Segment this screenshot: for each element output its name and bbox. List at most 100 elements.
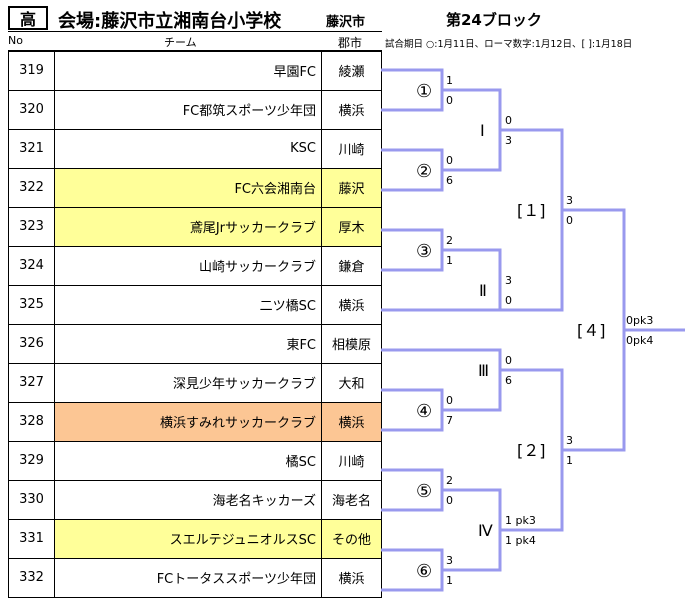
score: 1 pk3 — [505, 514, 536, 527]
match-label: ① — [416, 81, 432, 102]
team-number: 331 — [8, 518, 55, 559]
column-header-no: No — [8, 34, 23, 47]
score: 6 — [446, 174, 453, 187]
score: 3 — [446, 554, 453, 567]
score: 0 — [446, 154, 453, 167]
team-name: 海老名キッカーズ — [54, 479, 322, 520]
score: 1 — [446, 254, 453, 267]
match-scores: 1 0 0 6 2 1 0 7 2 0 3 1 0 3 3 0 0 6 1 pk… — [446, 74, 653, 587]
team-number: 330 — [8, 479, 55, 520]
bracket-line — [381, 468, 444, 512]
team-city: 横浜 — [321, 89, 382, 130]
level-label: 高 — [8, 6, 48, 30]
team-name: FC六会湘南台 — [54, 167, 322, 208]
team-city: 藤沢 — [321, 167, 382, 208]
score: 2 — [446, 234, 453, 247]
team-number: 319 — [8, 50, 55, 91]
team-name: 深見少年サッカークラブ — [54, 362, 322, 403]
team-number: 327 — [8, 362, 55, 403]
team-city: 大和 — [321, 362, 382, 403]
score: 2 — [446, 474, 453, 487]
score: 1 — [446, 74, 453, 87]
match-label: ⑥ — [416, 561, 432, 582]
score: 3 — [566, 194, 573, 207]
match-label: ⑤ — [416, 481, 432, 502]
bracket-line — [381, 348, 502, 370]
match-label: Ⅳ — [478, 521, 493, 540]
bracket-lines — [381, 68, 685, 592]
bracket-line — [442, 88, 502, 130]
column-header-city: 郡市 — [338, 36, 363, 50]
team-name: 早園FC — [54, 50, 322, 91]
score: 0 — [446, 94, 453, 107]
team-city: 鎌倉 — [321, 245, 382, 286]
score: 0 — [505, 114, 512, 127]
bracket-line — [442, 488, 502, 530]
column-header-team: チーム — [164, 36, 197, 49]
bracket-line — [381, 148, 444, 192]
bracket-line — [442, 130, 502, 172]
match-label: Ⅱ — [479, 281, 487, 300]
match-label: [１] — [517, 201, 546, 220]
bracket-line — [381, 548, 444, 592]
match-label: [４] — [577, 321, 606, 340]
match-label: [２] — [517, 441, 546, 460]
team-number: 324 — [8, 245, 55, 286]
team-city: 厚木 — [321, 206, 382, 247]
venue-title: 会場:藤沢市立湘南台小学校 — [58, 11, 282, 32]
team-number: 323 — [8, 206, 55, 247]
score: 0 — [505, 354, 512, 367]
team-city: 横浜 — [321, 557, 382, 598]
team-name: FCトータススポーツ少年団 — [54, 557, 322, 598]
score: 0pk3 — [626, 314, 653, 327]
match-label: Ⅰ — [480, 121, 485, 140]
score: 1 pk4 — [505, 534, 536, 547]
score: 0 — [566, 214, 573, 227]
match-labels: ① ② ③ ④ ⑤ ⑥ Ⅰ Ⅱ Ⅲ Ⅳ [１] [２] [４] — [416, 81, 606, 582]
bracket-line — [442, 530, 502, 572]
team-city: その他 — [321, 518, 382, 559]
bracket-line — [381, 210, 564, 312]
team-name: FC都筑スポーツ少年団 — [54, 89, 322, 130]
match-label: ② — [416, 161, 432, 182]
score: 0 — [505, 294, 512, 307]
bracket-line — [500, 128, 564, 210]
team-number: 329 — [8, 440, 55, 481]
bracket-line — [442, 370, 502, 412]
bracket-line — [500, 368, 564, 450]
match-label: ③ — [416, 241, 432, 262]
team-name: 鳶尾Jrサッカークラブ — [54, 206, 322, 247]
venue-city: 藤沢市 — [326, 15, 366, 30]
match-label: ④ — [416, 401, 432, 422]
bracket-line — [562, 330, 626, 452]
score: 6 — [505, 374, 512, 387]
bracket-line — [381, 388, 444, 432]
score: 0 — [446, 494, 453, 507]
score: 3 — [505, 134, 512, 147]
match-label: Ⅲ — [478, 361, 489, 380]
score: 7 — [446, 414, 453, 427]
team-city: 川崎 — [321, 128, 382, 169]
block-title: 第24ブロック — [446, 11, 542, 29]
score: 1 — [566, 454, 573, 467]
score: 1 — [446, 574, 453, 587]
team-name: 橘SC — [54, 440, 322, 481]
schedule-note: 試合期日 ○:1月11日、ローマ数字:1月12日、[ ]:1月18日 — [385, 39, 633, 50]
team-name: KSC — [54, 128, 322, 169]
team-city: 横浜 — [321, 401, 382, 442]
team-name: スエルテジュニオルスSC — [54, 518, 322, 559]
team-city: 横浜 — [321, 284, 382, 325]
bracket-line — [442, 248, 502, 310]
score: 3 — [566, 434, 573, 447]
